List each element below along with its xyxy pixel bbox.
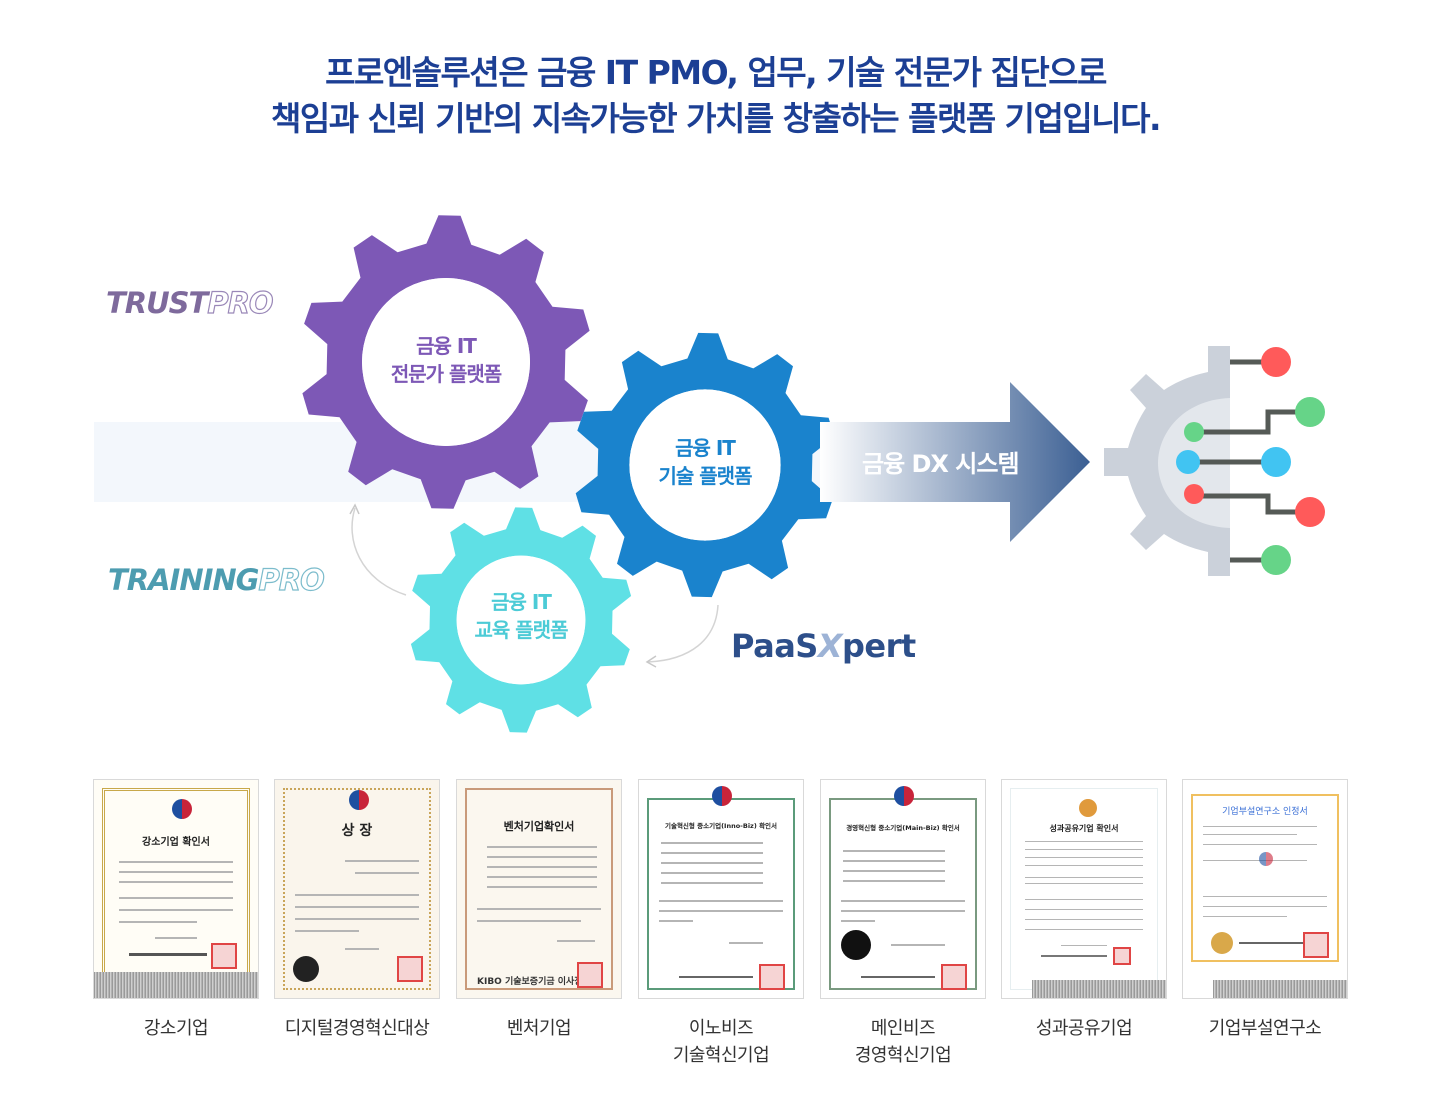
certificate-image[interactable]: 벤처기업확인서 KIBO 기술보증기금 이사장	[456, 779, 622, 999]
gear-center	[456, 555, 586, 685]
certificate-name-line2: 기술혁신기업	[672, 1045, 770, 1066]
certificate-image[interactable]: 기술혁신형 중소기업(Inno-Biz) 확인서	[638, 779, 804, 999]
certificate-item[interactable]: 성과공유기업 확인서 성과공유기업	[1001, 779, 1167, 1042]
headline-line-2: 책임과 신뢰 기반의 지속가능한 가치를 창출하는 플랫폼 기업입니다.	[270, 99, 1162, 138]
certificate-doc-title: 강소기업 확인서	[142, 837, 210, 848]
node-green-inner	[1184, 422, 1204, 442]
certificate-item[interactable]: 기술혁신형 중소기업(Inno-Biz) 확인서 이노비즈 기술혁신기업	[638, 779, 804, 1069]
trustpro-logo-outline: PRO	[207, 285, 274, 320]
certificate-doc-title: 기업부설연구소 인정서	[1222, 807, 1308, 817]
certificate-name: 메인비즈 경영혁신기업	[820, 1015, 986, 1069]
gear-center	[629, 389, 781, 541]
certificate-item[interactable]: 상 장 디지털경영혁신대상	[274, 779, 440, 1042]
gear-expert-platform: 금융 IT 전문가 플랫폼	[296, 212, 596, 512]
node-red-top	[1261, 347, 1291, 377]
certificate-item[interactable]: 경영혁신형 중소기업(Main-Biz) 확인서 메인비즈 경영혁신기업	[820, 779, 986, 1069]
certificate-item[interactable]: 기업부설연구소 인정서 기업부설연구소	[1182, 779, 1348, 1042]
headline-line-1: 프로엔솔루션은 금융 IT PMO, 업무, 기술 전문가 집단으로	[325, 53, 1107, 92]
trustpro-logo-solid: TRUST	[106, 286, 208, 320]
paasxpert-part1: PaaS	[731, 627, 818, 665]
certificate-name: 디지털경영혁신대상	[284, 1018, 430, 1039]
certificate-image[interactable]: 기업부설연구소 인정서	[1182, 779, 1348, 999]
government-emblem-icon	[172, 799, 192, 819]
certificate-doc-title: 경영혁신형 중소기업(Main-Biz) 확인서	[846, 824, 960, 832]
certificate-name: 성과공유기업	[1035, 1018, 1133, 1039]
certificate-name-line1: 이노비즈	[688, 1018, 754, 1039]
certificate-name-line2: 경영혁신기업	[854, 1045, 952, 1066]
gear-education-platform: 금융 IT 교육 플랫폼	[406, 505, 636, 735]
government-emblem-icon	[894, 786, 914, 806]
node-green-upper	[1295, 397, 1325, 427]
certificate-doc-title: 벤처기업확인서	[503, 820, 575, 833]
medal-icon	[1079, 799, 1097, 817]
gear-center	[362, 278, 530, 446]
government-emblem-icon	[349, 790, 369, 810]
loop-arrow-up-icon	[349, 503, 407, 596]
gear-network-icon	[1104, 346, 1325, 576]
certificate-name-line1: 메인비즈	[870, 1018, 936, 1039]
gear-tech-platform: 금융 IT 기술 플랫폼	[570, 330, 840, 600]
gear-expert-line1: 금융 IT	[416, 334, 477, 358]
certificate-image[interactable]: 경영혁신형 중소기업(Main-Biz) 확인서	[820, 779, 986, 999]
government-emblem-icon	[712, 786, 732, 806]
certificate-doc-title: 상 장	[341, 823, 373, 839]
certificate-image[interactable]: 강소기업 확인서	[93, 779, 259, 999]
gear-edu-line1: 금융 IT	[491, 590, 552, 614]
certificate-item[interactable]: 벤처기업확인서 KIBO 기술보증기금 이사장 벤처기업	[456, 779, 622, 1042]
gear-body	[410, 507, 632, 733]
paasxpert-logo: PaaSXpert	[731, 627, 916, 665]
trustpro-logo: TRUSTPRO	[106, 285, 274, 320]
government-emblem-icon	[1259, 852, 1273, 866]
paasxpert-x: X	[817, 627, 843, 665]
certificate-name: 이노비즈 기술혁신기업	[638, 1015, 804, 1069]
gear-blue-icon	[575, 332, 835, 598]
certificate-issuer: KIBO 기술보증기금 이사장	[477, 977, 583, 987]
node-red-lower	[1295, 497, 1325, 527]
certificate-name: 벤처기업	[506, 1018, 572, 1039]
certificate-list: 강소기업 확인서 강소기업 상 장	[93, 779, 1349, 1079]
trainingpro-logo: TRAININGPRO	[108, 562, 325, 597]
certificate-name: 강소기업	[143, 1018, 209, 1039]
node-red-inner	[1184, 484, 1204, 504]
gear-purple-icon	[302, 215, 590, 509]
gear-body	[302, 215, 590, 509]
gear-cyan-icon	[410, 507, 632, 733]
gear-expert-line2: 전문가 플랫폼	[390, 362, 502, 386]
gear-edu-line2: 교육 플랫폼	[474, 618, 569, 642]
node-blue-inner	[1176, 450, 1200, 474]
certificate-image[interactable]: 성과공유기업 확인서	[1001, 779, 1167, 999]
loop-arrow-down-icon	[645, 604, 719, 668]
dx-arrow-icon	[820, 382, 1090, 542]
certificate-image[interactable]: 상 장	[274, 779, 440, 999]
node-green-bottom	[1261, 545, 1291, 575]
trainingpro-logo-outline: PRO	[258, 562, 325, 597]
certificate-item[interactable]: 강소기업 확인서 강소기업	[93, 779, 259, 1042]
gear-tech-line1: 금융 IT	[675, 436, 736, 460]
node-blue-outer	[1261, 447, 1291, 477]
trainingpro-logo-solid: TRAINING	[108, 563, 259, 597]
gear-tech-line2: 기술 플랫폼	[658, 464, 753, 488]
certificate-doc-title: 성과공유기업 확인서	[1049, 824, 1119, 833]
paasxpert-part2: pert	[842, 627, 916, 665]
kita-seal-icon	[1211, 932, 1233, 954]
dx-system-label: 금융 DX 시스템	[862, 450, 1020, 478]
certificate-doc-title: 기술혁신형 중소기업(Inno-Biz) 확인서	[664, 822, 778, 830]
certificate-name: 기업부설연구소	[1208, 1018, 1322, 1039]
